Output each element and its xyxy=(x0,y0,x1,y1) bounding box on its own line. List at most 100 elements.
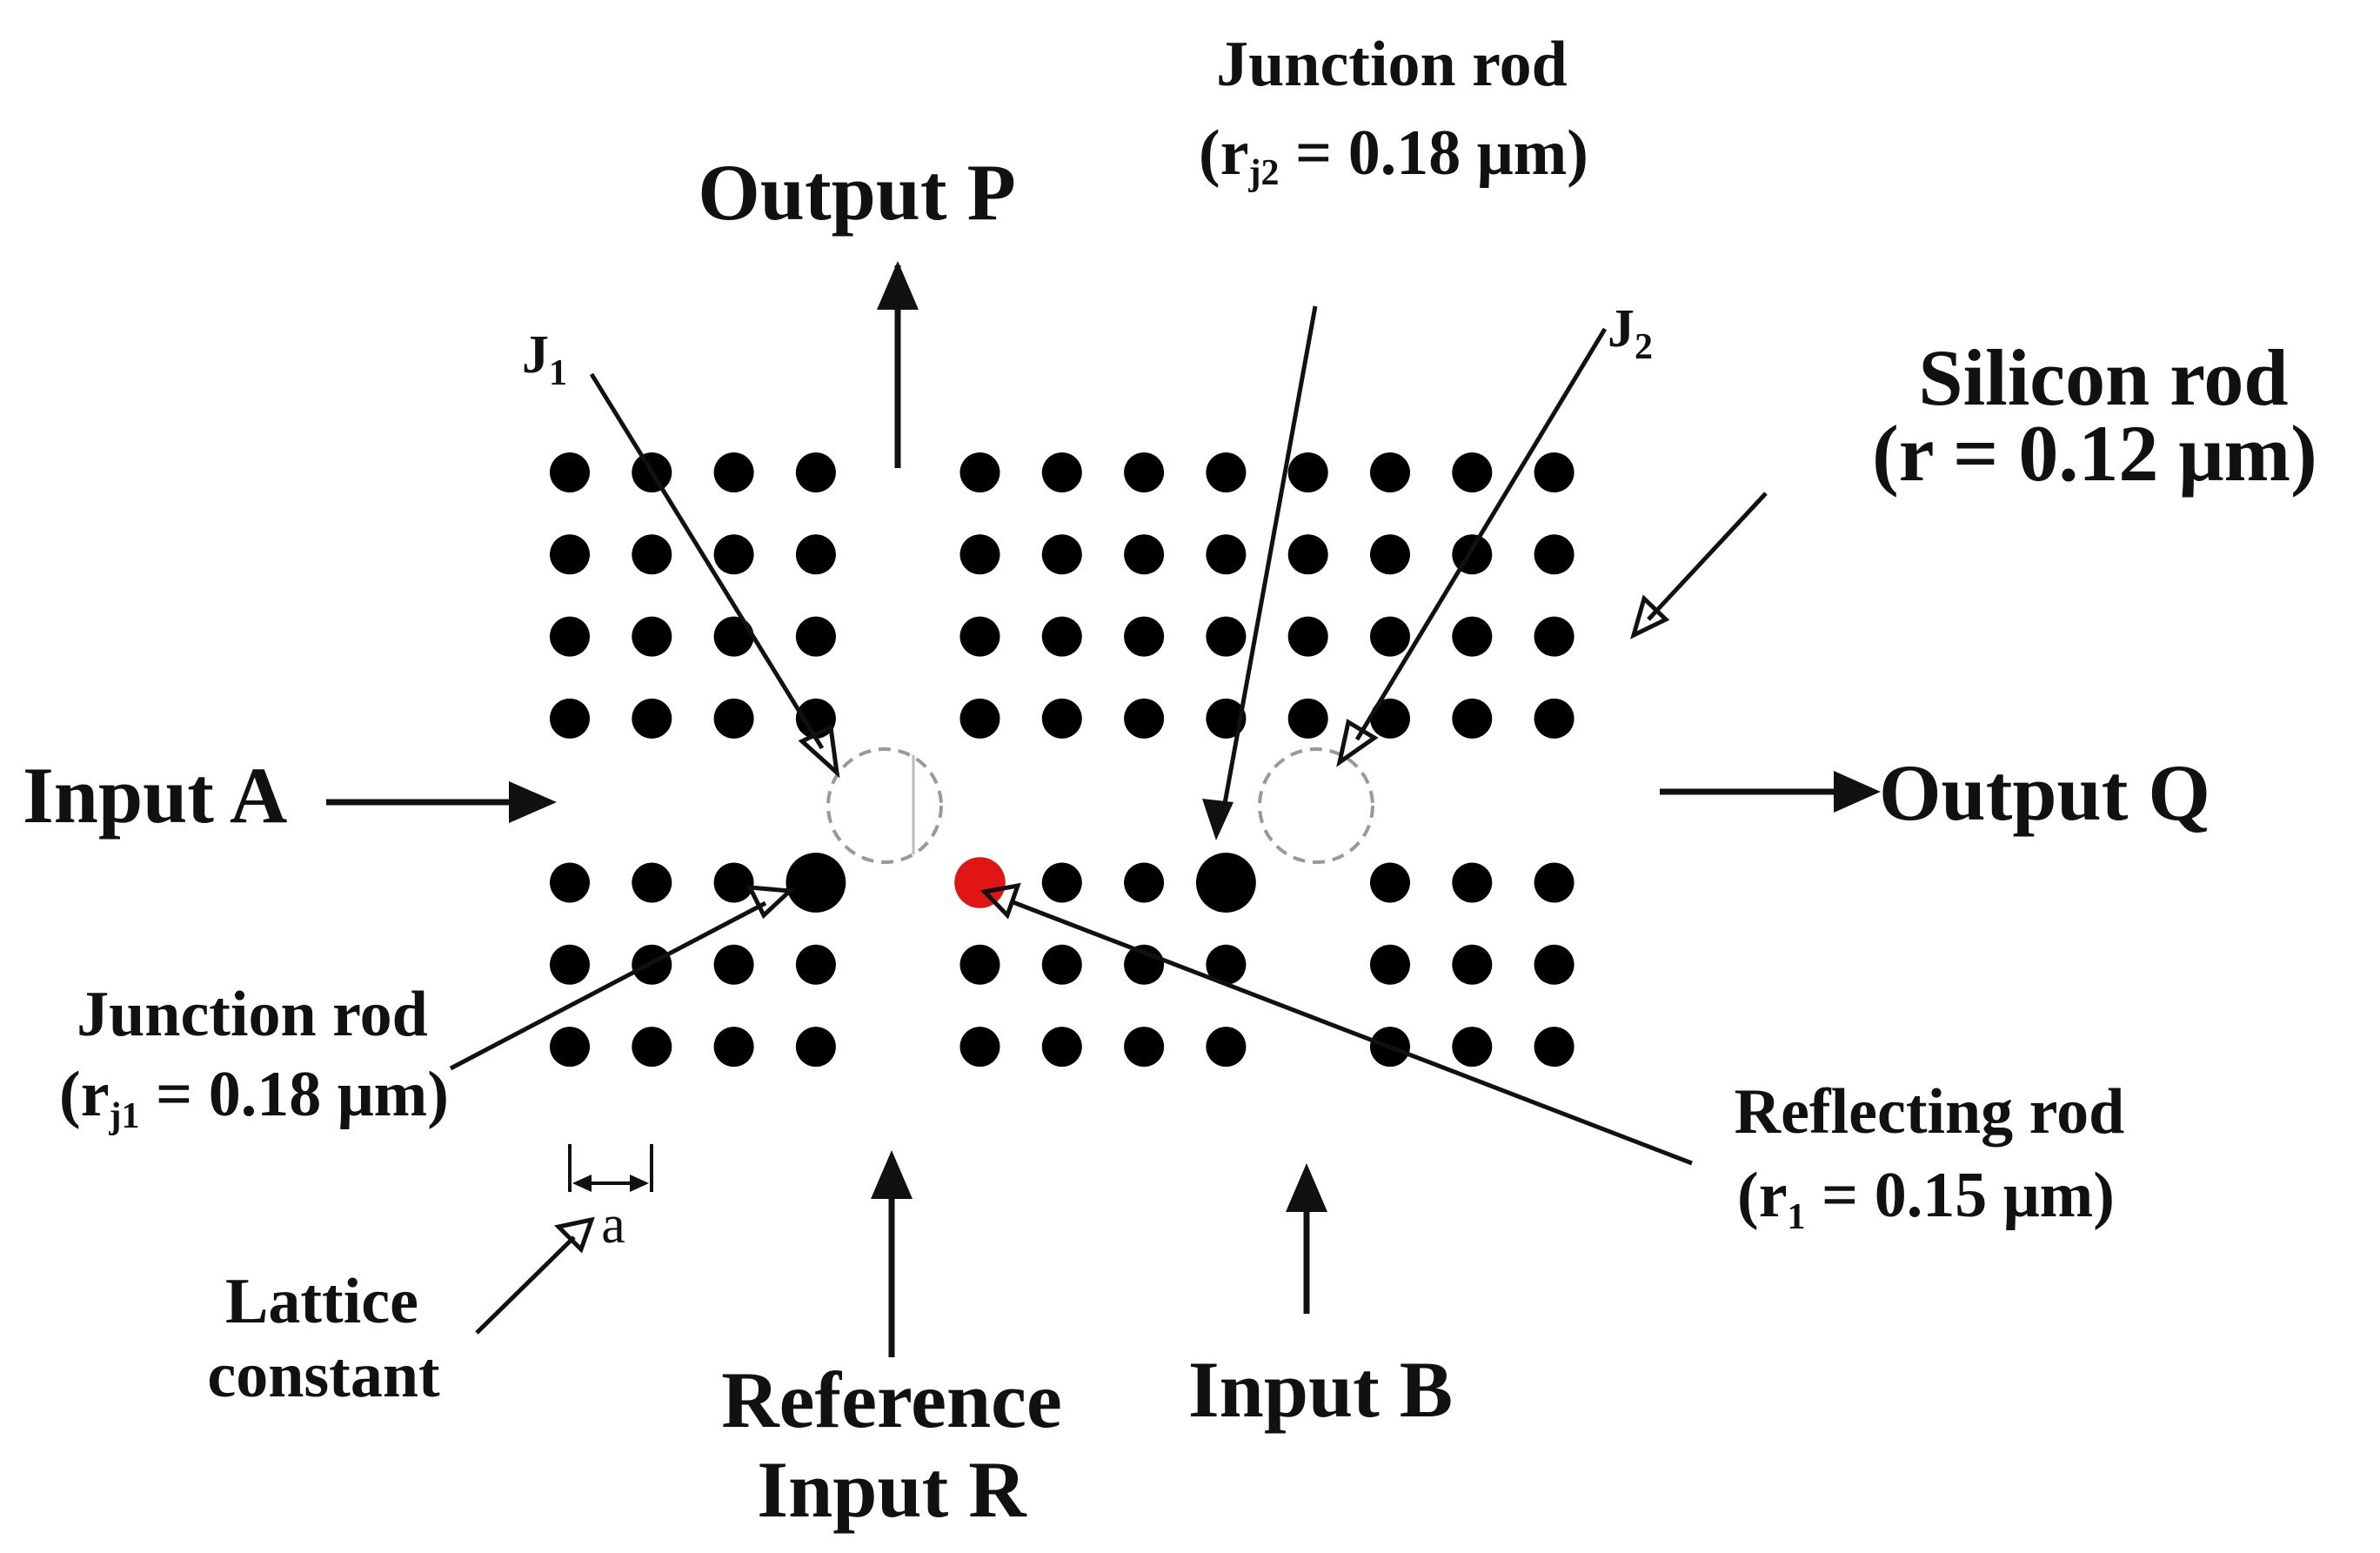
silicon-rod xyxy=(1287,534,1328,575)
silicon-rod xyxy=(632,862,672,903)
rod-lattice xyxy=(550,452,1574,1068)
silicon-rod xyxy=(1534,616,1574,657)
silicon-rod xyxy=(1124,616,1165,657)
silicon-rod xyxy=(713,862,754,903)
silicon-rod xyxy=(550,1027,590,1068)
junction-rod-j2 xyxy=(1196,853,1256,913)
lattice-constant-line1: Lattice xyxy=(225,1266,418,1337)
junction-rod-top-pointer-head xyxy=(1202,799,1233,840)
silicon-rod xyxy=(959,698,1000,739)
silicon-rod xyxy=(1534,452,1574,492)
silicon-rod xyxy=(1206,1027,1247,1068)
silicon-rod xyxy=(632,1027,672,1068)
silicon-rod xyxy=(1041,862,1082,903)
output-q-label: Output Q xyxy=(1879,748,2210,837)
silicon-rod xyxy=(713,616,754,657)
reference-label-line2: Input R xyxy=(757,1445,1027,1534)
silicon-rod xyxy=(1041,698,1082,739)
lattice-constant-line2: constant xyxy=(207,1340,440,1411)
reference-arrowhead xyxy=(871,1150,913,1199)
input-b-label: Input B xyxy=(1188,1345,1453,1434)
silicon-rod xyxy=(1534,698,1574,739)
lattice-pointer xyxy=(475,1235,576,1335)
silicon-rod xyxy=(713,698,754,739)
silicon-rod xyxy=(550,862,590,903)
silicon-rod xyxy=(550,534,590,575)
silicon-rod xyxy=(1206,944,1247,985)
silicon-rod xyxy=(1041,944,1082,985)
silicon-rod xyxy=(1370,616,1410,657)
output-p-arrowhead xyxy=(877,261,919,310)
reference-label-line1: Reference xyxy=(721,1356,1062,1444)
silicon-rod xyxy=(1287,616,1328,657)
silicon-rod xyxy=(1370,534,1410,575)
silicon-rod xyxy=(1041,452,1082,492)
junction-rod-top-title: Junction rod xyxy=(1216,29,1568,100)
silicon-rod xyxy=(632,534,672,575)
j1-pointer-head xyxy=(798,724,840,779)
silicon-rod xyxy=(1370,698,1410,739)
silicon-rod xyxy=(1534,1027,1574,1068)
reflecting-rod-title: Reflecting rod xyxy=(1735,1076,2125,1148)
silicon-rod xyxy=(959,1027,1000,1068)
silicon-rod xyxy=(1124,452,1165,492)
silicon-rod xyxy=(713,1027,754,1068)
lattice-pointer-head xyxy=(553,1216,595,1254)
silicon-rod xyxy=(1534,862,1574,903)
junction-rod-top-value: (rj2 = 0.18 μm) xyxy=(1199,117,1588,193)
junction-rod-left-value: (rj1 = 0.18 μm) xyxy=(59,1059,449,1136)
silicon-rod xyxy=(1452,452,1493,492)
lattice-dim-head-right xyxy=(630,1175,649,1192)
silicon-rod xyxy=(713,452,754,492)
silicon-rod xyxy=(1287,698,1328,739)
output-p-label: Output P xyxy=(698,148,1016,237)
silicon-rod xyxy=(959,944,1000,985)
silicon-rod xyxy=(795,944,836,985)
silicon-rod xyxy=(550,944,590,985)
silicon-rod xyxy=(1041,534,1082,575)
silicon-rod xyxy=(1124,534,1165,575)
silicon-rod xyxy=(1041,616,1082,657)
silicon-rod xyxy=(1206,534,1247,575)
silicon-rod xyxy=(713,534,754,575)
j2-pointer xyxy=(1354,327,1608,741)
junction-rod-j1 xyxy=(786,853,846,913)
silicon-rod xyxy=(713,944,754,985)
silicon-rod xyxy=(1452,944,1493,985)
silicon-rod-value: (r = 0.12 μm) xyxy=(1872,409,2317,498)
silicon-rod xyxy=(795,534,836,575)
lattice-dim-head-left xyxy=(572,1175,592,1192)
input-b-arrowhead xyxy=(1286,1163,1327,1212)
silicon-rod xyxy=(1206,616,1247,657)
j2-pointer-head xyxy=(1336,719,1379,767)
silicon-rod xyxy=(550,452,590,492)
junction-rod-left-pointer xyxy=(449,900,767,1071)
junction-rod-left-pointer-head xyxy=(745,885,795,920)
reflecting-rod-pointer-head xyxy=(979,882,1021,920)
silicon-rod xyxy=(1370,862,1410,903)
silicon-rod xyxy=(1287,452,1328,492)
silicon-rod xyxy=(959,616,1000,657)
silicon-rod xyxy=(632,616,672,657)
silicon-rod xyxy=(795,616,836,657)
j2-missing-rod xyxy=(1258,747,1374,864)
silicon-rod xyxy=(1452,862,1493,903)
output-q-arrowhead xyxy=(1834,771,1881,813)
silicon-rod xyxy=(795,1027,836,1068)
input-a-arrowhead xyxy=(509,781,557,823)
silicon-rod-pointer xyxy=(1647,492,1768,621)
silicon-rod xyxy=(1534,534,1574,575)
input-a-label: Input A xyxy=(23,751,287,840)
silicon-rod-title: Silicon rod xyxy=(1918,333,2288,422)
silicon-rod xyxy=(1124,1027,1165,1068)
silicon-rod xyxy=(1534,944,1574,985)
silicon-rod xyxy=(1452,698,1493,739)
reflecting-rod xyxy=(954,857,1006,908)
silicon-rod xyxy=(1041,1027,1082,1068)
silicon-rod xyxy=(550,698,590,739)
silicon-rod xyxy=(1452,616,1493,657)
silicon-rod xyxy=(1370,452,1410,492)
silicon-rod xyxy=(1124,698,1165,739)
silicon-rod xyxy=(1124,862,1165,903)
